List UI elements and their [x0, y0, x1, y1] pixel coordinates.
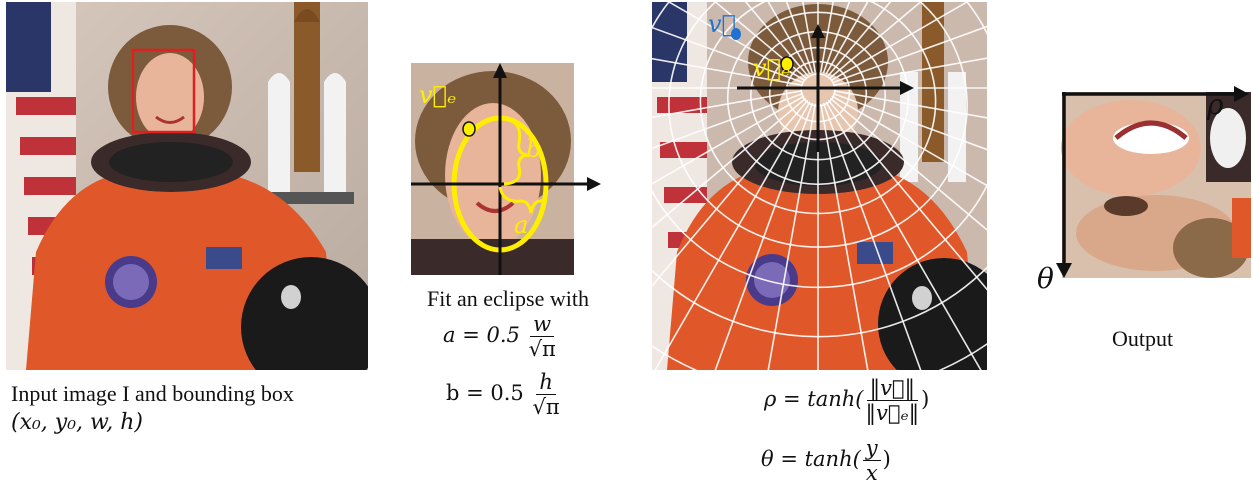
- label-ve-polar: v⃗ₑ: [753, 54, 791, 82]
- face-crop-panel: v⃗ₑ b a: [411, 63, 601, 275]
- equation-b: b = 0.5 h√π: [446, 370, 562, 419]
- output-panel: [1036, 78, 1251, 288]
- equation-theta-rhs: ): [882, 447, 891, 471]
- polar-grid-spoke: [743, 0, 809, 77]
- polar-grid-spoke: [825, 0, 870, 75]
- v-point: [731, 28, 741, 40]
- polar-grid-spoke: [663, 0, 805, 81]
- polar-grid-spoke: [711, 0, 807, 79]
- equation-a-lhs: a = 0.5: [443, 323, 520, 347]
- equation-rho-numerator: ‖v⃗‖: [866, 376, 919, 401]
- flag: [6, 2, 76, 370]
- polar-grid-image: [398, 0, 1238, 493]
- label-ve-crop: v⃗ₑ: [419, 81, 457, 109]
- polar-grid-spoke: [827, 0, 893, 77]
- ellipse-caption: Fit an eclipse with: [427, 286, 589, 311]
- input-caption-line2: (x₀, y₀, w, h): [11, 410, 143, 435]
- space-shuttle: [264, 2, 354, 204]
- equation-theta-numerator: y: [862, 436, 881, 461]
- input-image: [6, 2, 381, 397]
- input-caption-line1: Input image I and bounding box: [11, 381, 294, 406]
- equation-a: a = 0.5 w√π: [443, 312, 558, 361]
- polar-horizontal-axis-arrow: [900, 81, 914, 95]
- output-image: [1056, 86, 1251, 278]
- output-theta-axis-arrow: [1056, 263, 1072, 278]
- label-b: b: [526, 135, 542, 163]
- equation-b-numerator: h: [536, 370, 556, 395]
- equation-theta-denominator: x: [865, 461, 878, 485]
- equation-b-lhs: b = 0.5: [446, 381, 524, 405]
- vertical-axis-arrow: [493, 63, 507, 78]
- equation-a-denominator: √π: [528, 337, 556, 361]
- ve-point-polar: [780, 56, 794, 72]
- equation-theta-lhs: θ = tanh(: [761, 447, 861, 471]
- ve-point: [462, 121, 476, 137]
- equation-b-denominator: √π: [532, 395, 560, 419]
- input-caption: Input image I and bounding box (x₀, y₀, …: [11, 380, 371, 437]
- output-axis-theta-label: θ: [1037, 262, 1054, 295]
- equation-rho-denominator: ‖v⃗ₑ‖: [865, 401, 920, 425]
- brace-a: [498, 186, 548, 214]
- polar-grid-spoke: [831, 0, 973, 81]
- label-v: v⃗: [708, 10, 736, 38]
- polar-vertical-axis-arrow: [811, 24, 825, 38]
- label-a: a: [514, 211, 529, 239]
- polar-grid-spoke: [766, 0, 811, 75]
- equation-rho: ρ = tanh(‖v⃗‖‖v⃗ₑ‖): [764, 376, 929, 425]
- face-crop-image: [411, 63, 601, 275]
- polar-grid-spoke: [829, 0, 925, 79]
- polar-grid-spoke: [819, 0, 835, 73]
- horizontal-axis-arrow: [587, 177, 601, 191]
- brace-b: [503, 116, 528, 186]
- polar-grid-spoke: [822, 0, 851, 74]
- polar-grid-spoke: [801, 0, 817, 73]
- equation-a-numerator: w: [530, 312, 555, 337]
- input-image-panel: [6, 2, 381, 397]
- equation-rho-rhs: ): [921, 387, 930, 411]
- face-bounding-box: [131, 48, 196, 134]
- equation-rho-lhs: ρ = tanh(: [764, 387, 864, 411]
- polar-grid-spoke: [785, 0, 814, 74]
- output-axis-rho-label: ρ: [1207, 88, 1224, 121]
- output-caption: Output: [1112, 326, 1174, 351]
- polar-grid-panel: v⃗ v⃗ₑ: [398, 0, 1238, 493]
- output-rho-axis-arrow: [1234, 86, 1249, 102]
